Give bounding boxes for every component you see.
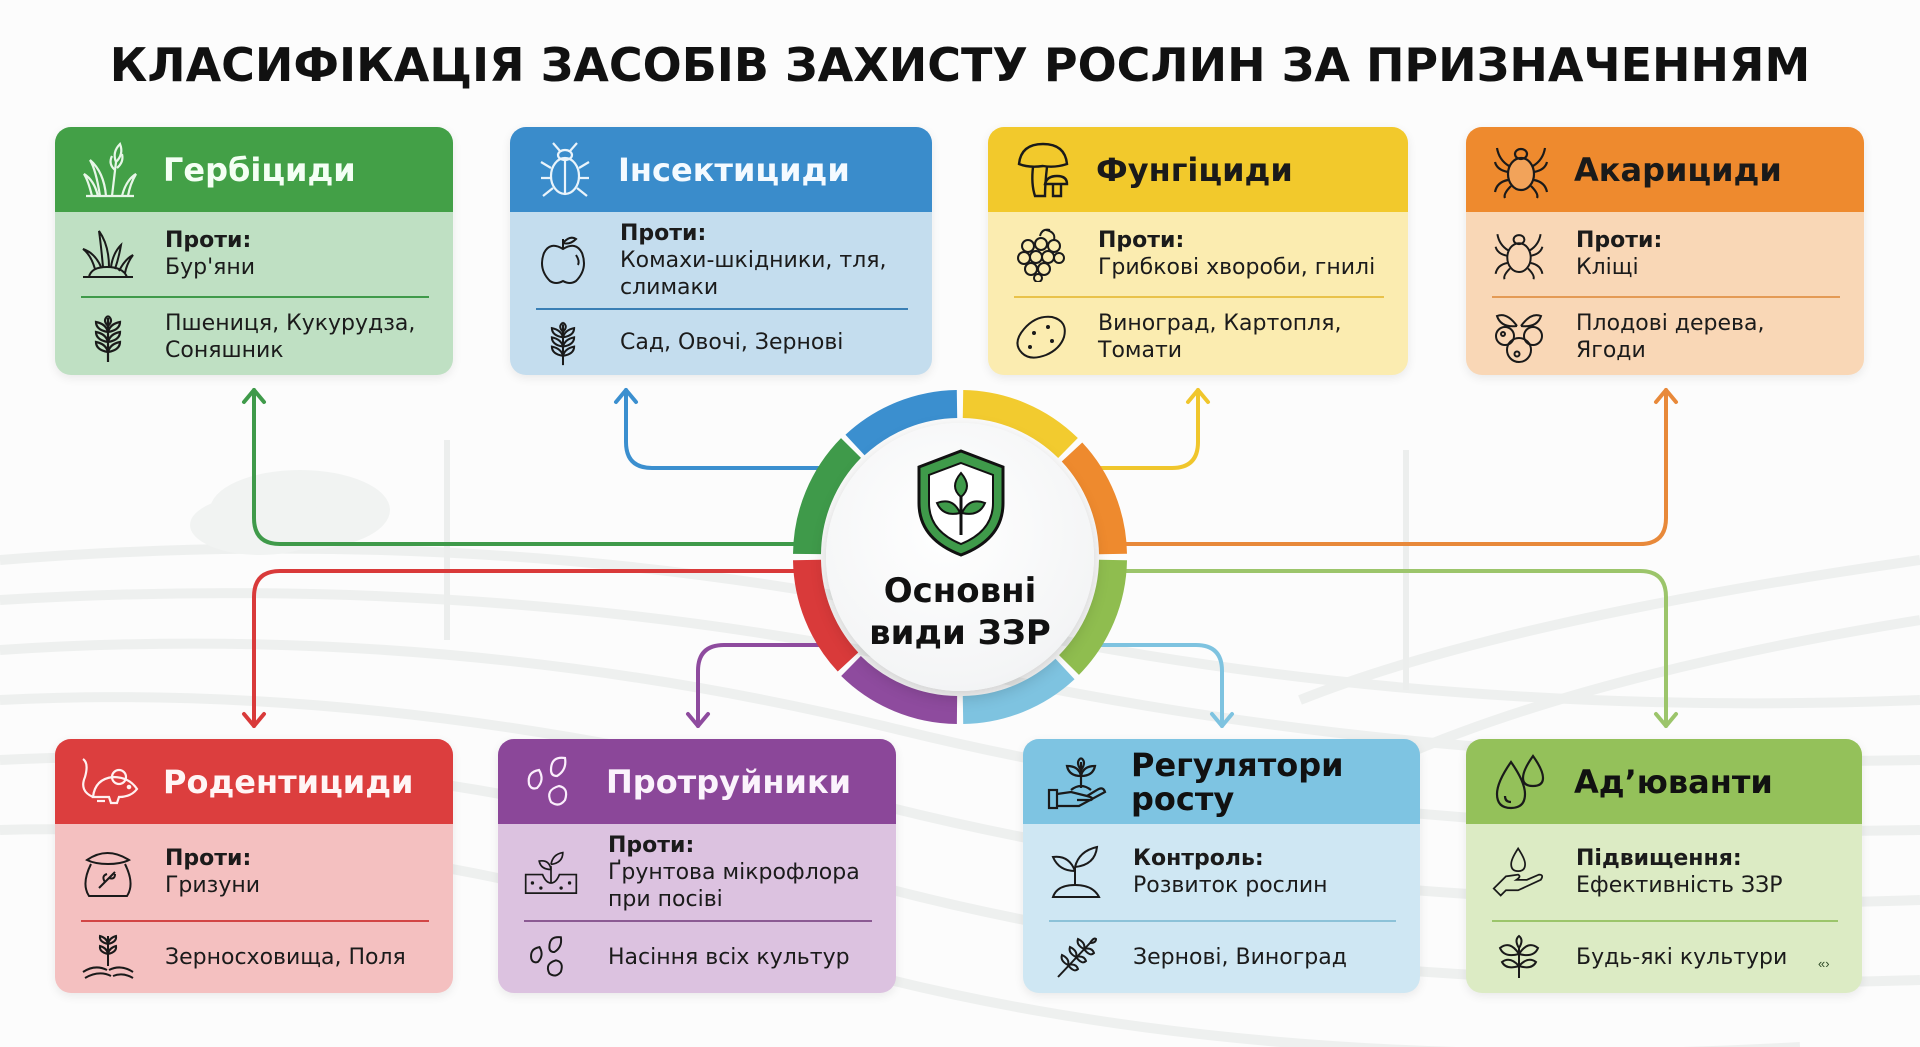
row2-value: Зерносховища, Поля — [165, 944, 406, 970]
row2-value: Сад, Овочі, Зернові — [620, 329, 844, 355]
card-divider — [1492, 296, 1840, 298]
card-header: Ад’юванти — [1466, 739, 1862, 824]
card-title: Регулятори росту — [1131, 745, 1344, 818]
card-divider — [536, 308, 908, 310]
card-divider — [1492, 920, 1838, 922]
card-header: Фунгіциди — [988, 127, 1408, 212]
shield-sprout-icon — [917, 449, 1005, 557]
weeds-icon — [81, 227, 135, 281]
card-adjuvants: Ад’юванти Підвищення: Ефективність ЗЗР — [1466, 739, 1862, 993]
central-hub: Основні види ЗЗР — [790, 387, 1130, 727]
card-title: Гербіциди — [163, 150, 356, 189]
beetle-icon — [534, 139, 596, 201]
page-title: КЛАСИФІКАЦІЯ ЗАСОБІВ ЗАХИСТУ РОСЛИН ЗА П… — [109, 38, 1811, 92]
row1-value: Бур'яни — [165, 255, 256, 280]
row2-value: Плодові дерева, Ягоди — [1576, 311, 1765, 363]
card-growth-regulators: Регулятори росту Контроль: Розвиток росл… — [1023, 739, 1420, 993]
hand-drop-icon — [1492, 845, 1546, 899]
hub-label: Основні види ЗЗР — [790, 570, 1130, 654]
card-title: Родентициди — [163, 762, 414, 801]
card-header: Інсектициди — [510, 127, 932, 212]
mushroom-icon — [1012, 139, 1074, 201]
card-header: Гербіциди — [55, 127, 453, 212]
berries-icon — [1492, 310, 1546, 364]
wheat-ear-icon — [536, 315, 590, 369]
row1-label: Контроль: — [1133, 846, 1264, 871]
card-title: Ад’юванти — [1574, 762, 1773, 801]
hub-label-line2: види ЗЗР — [869, 613, 1051, 653]
drops-icon — [1490, 751, 1552, 813]
card-rodenticides: Родентициди Проти: Гризуни — [55, 739, 453, 993]
row1-label: Проти: — [1098, 228, 1185, 253]
card-divider — [81, 920, 429, 922]
row2-value: Будь-які культури — [1576, 944, 1788, 970]
tick-icon — [1492, 227, 1546, 281]
card-divider — [524, 920, 872, 922]
row2-value: Насіння всіх культур — [608, 944, 850, 970]
row1-value: Ефективність ЗЗР — [1576, 873, 1783, 898]
row1-label: Проти: — [1576, 228, 1663, 253]
card-title: Протруйники — [606, 762, 852, 801]
card-header: Регулятори росту — [1023, 739, 1420, 824]
card-title: Інсектициди — [618, 150, 850, 189]
grass-wheat-icon — [79, 139, 141, 201]
wheat-ear-icon — [81, 310, 135, 364]
row1-label: Проти: — [608, 832, 695, 858]
row2-value: Виноград, Картопля, Томати — [1098, 311, 1342, 363]
sprout-icon — [1049, 845, 1103, 899]
row2-value: Пшениця, Кукурудза, Соняшник — [165, 311, 416, 363]
card-title: Акарициди — [1574, 150, 1782, 189]
card-insecticides: Інсектициди Проти: Комахи-шкідники, тля,… — [510, 127, 932, 375]
row1-value: Ґрунтова мікрофлора при посіві — [608, 859, 860, 912]
stray-glyph: «› — [1818, 956, 1830, 971]
card-header: Протруйники — [498, 739, 896, 824]
seedling-soil-icon — [524, 845, 578, 899]
row1-label: Проти: — [620, 220, 707, 246]
card-herbicides: Гербіциди Проти: Бур'яни — [55, 127, 453, 375]
card-title: Фунгіциди — [1096, 150, 1293, 189]
row1-label: Проти: — [165, 228, 252, 253]
card-divider — [81, 296, 429, 298]
card-divider — [1014, 296, 1384, 298]
row1-value: Комахи-шкідники, тля, слимаки — [620, 247, 887, 300]
grain-sack-icon — [81, 845, 135, 899]
plant-leaves-icon — [1492, 930, 1546, 984]
row2-value: Зернові, Виноград — [1133, 944, 1347, 970]
tick-icon — [1490, 139, 1552, 201]
wheat-ear-icon — [1049, 930, 1103, 984]
card-seed-treatments: Протруйники Проти: Ґрунтова мікрофлора п… — [498, 739, 896, 993]
segmented-ring — [793, 390, 1127, 724]
row1-value: Гризуни — [165, 873, 261, 898]
wheat-field-icon — [81, 930, 135, 984]
card-header: Родентициди — [55, 739, 453, 824]
seeds-icon — [524, 930, 578, 984]
card-header: Акарициди — [1466, 127, 1864, 212]
card-acaricides: Акарициди Проти: Кліщі — [1466, 127, 1864, 375]
apple-icon — [536, 233, 590, 287]
card-divider — [1049, 920, 1396, 922]
row1-label: Підвищення: — [1576, 846, 1742, 871]
grapes-icon — [1014, 227, 1068, 282]
hub-label-line1: Основні — [883, 571, 1037, 611]
row1-value: Розвиток рослин — [1133, 873, 1328, 898]
row1-value: Грибкові хвороби, гнилі — [1098, 255, 1376, 280]
potato-icon — [1014, 310, 1068, 364]
mouse-icon — [79, 751, 141, 813]
card-fungicides: Фунгіциди Проти: Грибкові хвороби, гнилі — [988, 127, 1408, 375]
row1-label: Проти: — [165, 846, 252, 871]
row1-value: Кліщі — [1576, 255, 1639, 280]
seeds-icon — [522, 751, 584, 813]
hand-sprout-icon — [1047, 751, 1109, 813]
